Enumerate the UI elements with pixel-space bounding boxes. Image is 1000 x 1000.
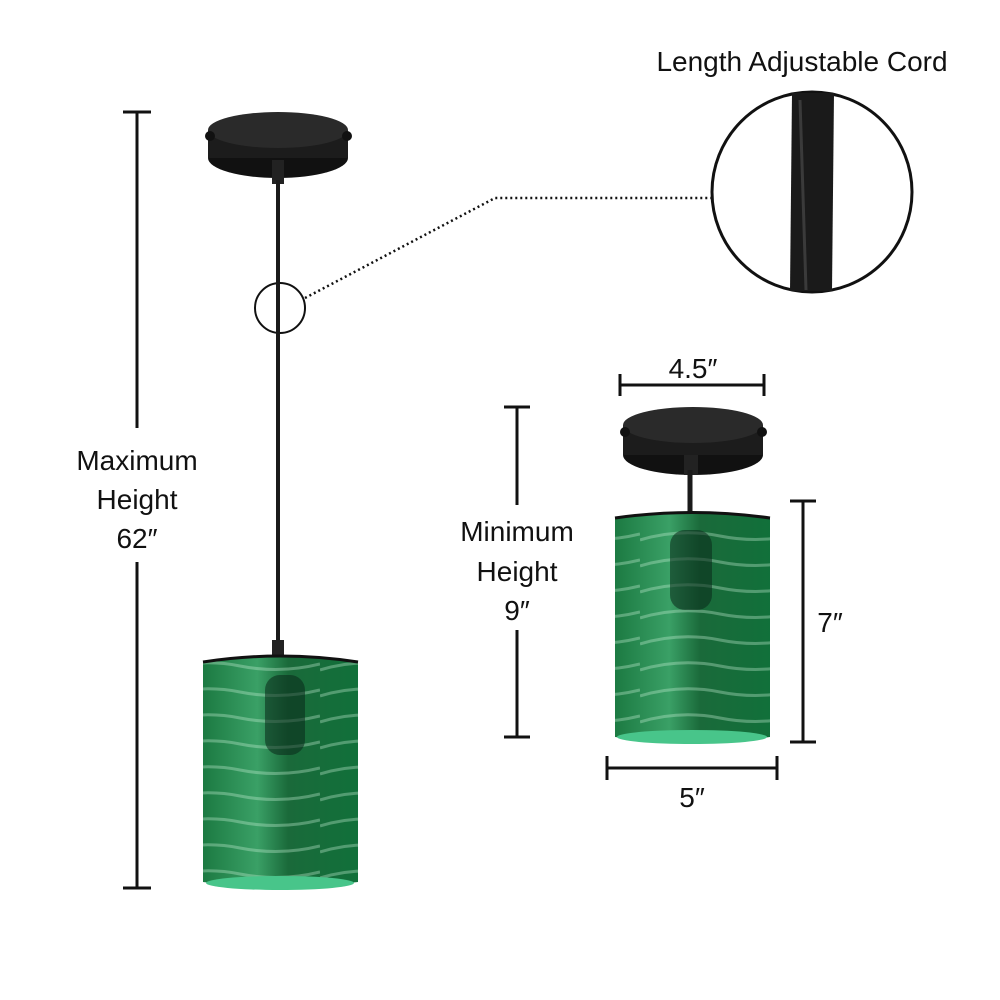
shade-height-value: 7″ (817, 607, 843, 638)
cord-detail-circle (710, 90, 914, 294)
pendant-extended (202, 112, 359, 890)
max-height-label-line1: Maximum (76, 445, 197, 476)
canopy-width-dimension (618, 374, 766, 396)
max-height-label-line2: Height (97, 484, 178, 515)
canopy-width-value: 4.5″ (669, 353, 718, 384)
callout-dotted-line (304, 196, 712, 300)
max-height-value: 62″ (116, 523, 157, 554)
min-height-label-line1: Minimum (460, 516, 574, 547)
pendant-collapsed (614, 407, 771, 744)
callout-title: Length Adjustable Cord (656, 46, 947, 77)
shade-width-value: 5″ (679, 782, 705, 813)
min-height-value: 9″ (504, 595, 530, 626)
min-height-label-line2: Height (477, 556, 558, 587)
shade-width-dimension (605, 756, 779, 780)
min-height-dimension (504, 405, 530, 739)
shade-height-dimension (790, 499, 816, 744)
max-height-dimension (123, 110, 151, 890)
